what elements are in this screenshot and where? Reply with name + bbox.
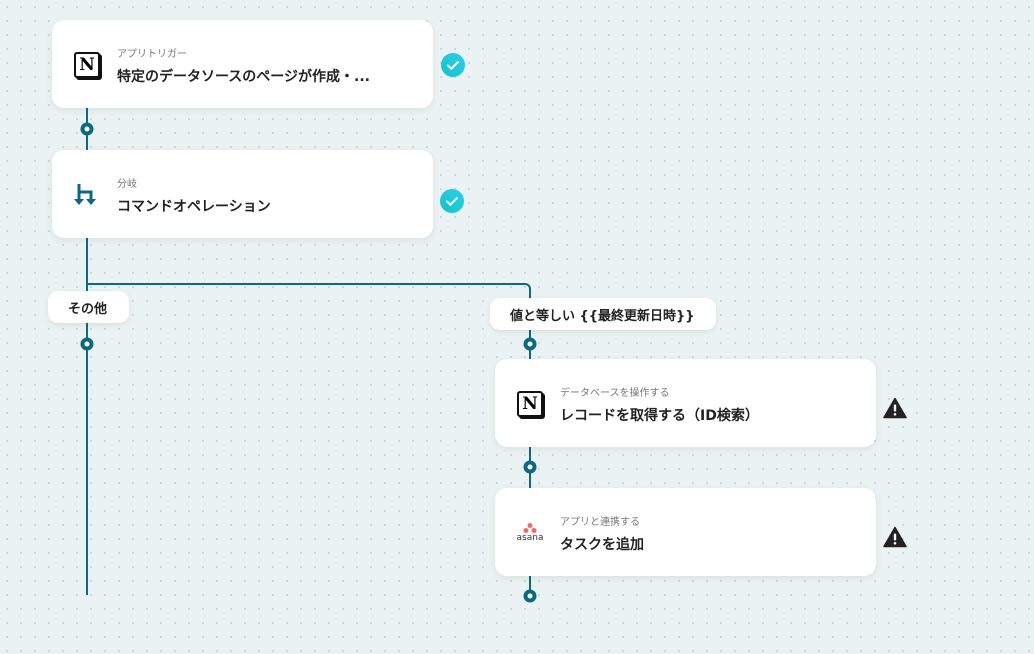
add-step-dot[interactable] [523, 589, 537, 603]
card-title: コマンドオペレーション [117, 199, 271, 215]
card-subtitle: データベースを操作する [560, 388, 670, 399]
card-subtitle: 分岐 [117, 179, 137, 190]
branch-label-equals[interactable]: 値と等しい {{最終更新日時}} [490, 298, 716, 330]
warning-icon [883, 526, 907, 548]
asana-icon: asana [513, 518, 547, 548]
notion-icon: N [515, 389, 545, 419]
branch-line [86, 283, 524, 285]
branch-label-other[interactable]: その他 [48, 291, 129, 323]
get-record-card[interactable]: N データベースを操作する レコードを取得する（ID検索） [495, 359, 876, 447]
connector-line [86, 237, 88, 595]
branch-card[interactable]: 分岐 コマンドオペレーション [52, 150, 433, 238]
card-title: レコードを取得する（ID検索） [560, 408, 759, 424]
check-icon [440, 189, 464, 213]
notion-icon: N [72, 50, 102, 80]
trigger-card[interactable]: N アプリトリガー 特定のデータソースのページが作成・... [52, 20, 433, 108]
card-title: 特定のデータソースのページが作成・... [117, 69, 370, 85]
add-task-card[interactable]: asana アプリと連携する タスクを追加 [495, 488, 876, 576]
check-icon [441, 53, 465, 77]
add-step-dot[interactable] [80, 337, 94, 351]
branch-corner [522, 283, 531, 292]
card-title: タスクを追加 [560, 537, 644, 553]
branch-icon [72, 180, 102, 210]
add-step-dot[interactable] [80, 122, 94, 136]
card-subtitle: アプリと連携する [560, 517, 640, 528]
add-step-dot[interactable] [523, 460, 537, 474]
warning-icon [883, 397, 907, 419]
card-subtitle: アプリトリガー [117, 49, 187, 60]
add-step-dot[interactable] [523, 337, 537, 351]
